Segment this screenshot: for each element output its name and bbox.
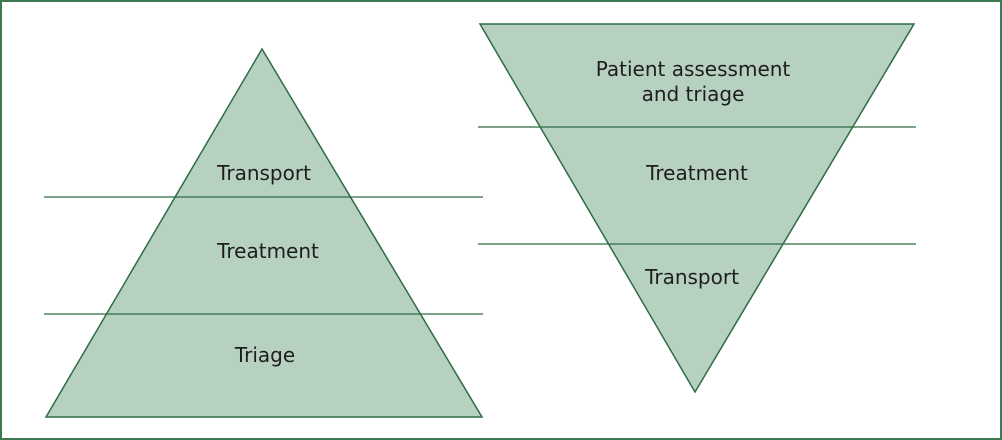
left-tier-treatment-label: Treatment	[216, 239, 319, 263]
left-tier-transport-label: Transport	[216, 161, 311, 185]
right-tier-treatment-label: Treatment	[645, 161, 748, 185]
right-tier-assessment-label-line1: Patient assessment	[596, 57, 791, 81]
right-tier-transport-label: Transport	[644, 265, 739, 289]
left-tier-triage-label: Triage	[234, 343, 295, 367]
left-pyramid-triangle	[44, 47, 484, 418]
right-tier-assessment-label-line2: and triage	[642, 82, 745, 106]
left-pyramid: Transport Treatment Triage	[44, 47, 484, 418]
right-pyramid: Patient assessment and triage Treatment …	[478, 23, 916, 394]
right-pyramid-triangle	[478, 23, 916, 394]
